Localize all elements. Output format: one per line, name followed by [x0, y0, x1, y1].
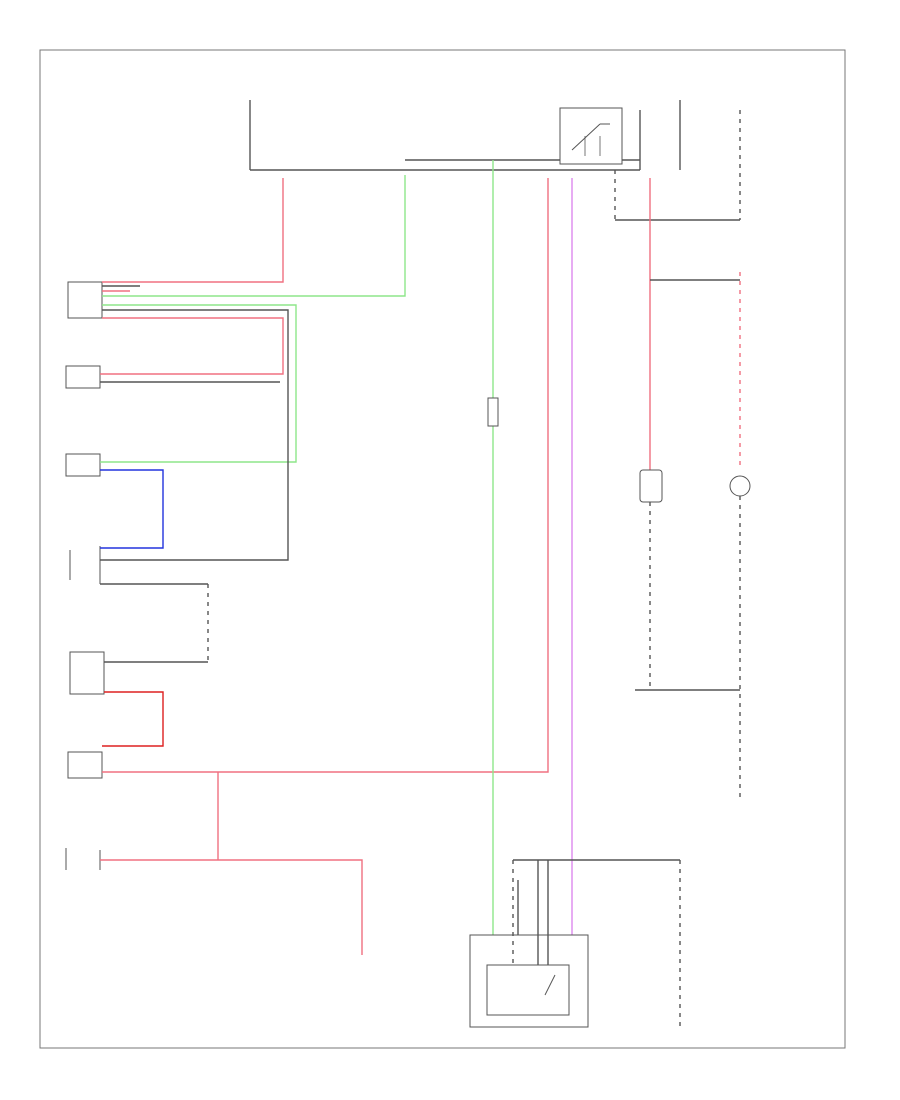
top-right-bracket	[614, 110, 741, 221]
right-gray-wires	[635, 496, 741, 800]
bottom-center-component	[469, 859, 680, 1028]
left-component-4	[69, 651, 208, 695]
diagram-border	[39, 49, 846, 1049]
green-wires-left	[100, 175, 406, 463]
right-component-1	[639, 469, 663, 503]
left-connector-3	[65, 453, 101, 477]
left-connector-1	[67, 281, 140, 319]
relay-component	[559, 107, 623, 165]
left-connector-2	[65, 365, 101, 389]
top-junction-block	[249, 100, 681, 171]
blue-wire-left	[100, 469, 164, 549]
right-component-2	[729, 475, 751, 497]
left-connector-5	[67, 751, 103, 779]
pink-wires-left	[100, 178, 284, 375]
gray-wire-left	[100, 309, 289, 561]
left-switch-1	[69, 546, 209, 660]
pink-wire-bottom	[100, 178, 549, 955]
left-switch-2	[65, 848, 101, 870]
center-green-wire	[487, 160, 499, 940]
red-wire-left	[102, 691, 164, 747]
